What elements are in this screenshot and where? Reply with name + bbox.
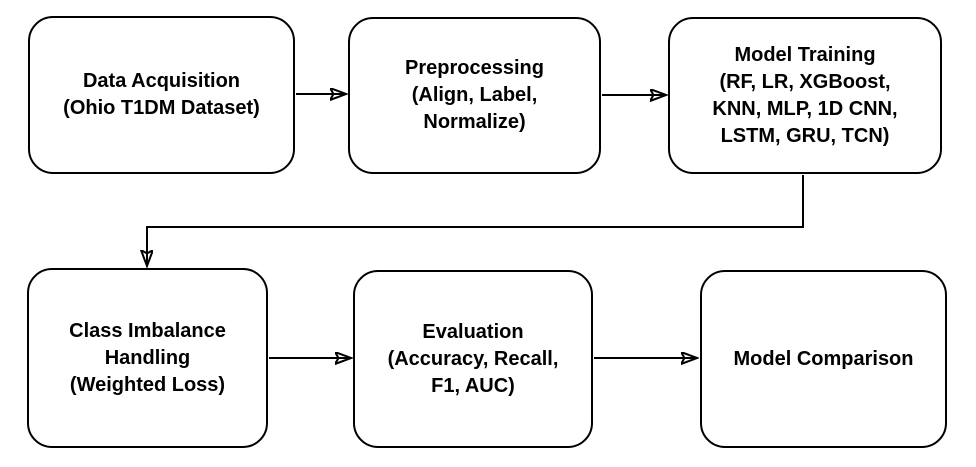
node-preprocessing: Preprocessing (Align, Label, Normalize) bbox=[348, 17, 601, 174]
edge-model-training-to-class-imbalance bbox=[147, 175, 804, 265]
node-evaluation: Evaluation (Accuracy, Recall, F1, AUC) bbox=[353, 270, 593, 448]
node-text-line: KNN, MLP, 1D CNN, bbox=[712, 97, 898, 120]
node-text-line: (Align, Label, bbox=[411, 84, 538, 106]
node-text-line: Model Training bbox=[734, 43, 876, 66]
node-text-line: Class Imbalance bbox=[69, 319, 226, 342]
node-data-acquisition: Data Acquisition (Ohio T1DM Dataset) bbox=[28, 16, 295, 174]
node-text-line: Preprocessing bbox=[405, 57, 544, 79]
node-text-line: (Accuracy, Recall, bbox=[387, 347, 559, 370]
node-text-line: Normalize) bbox=[423, 111, 526, 133]
node-text-line: (Weighted Loss) bbox=[69, 373, 226, 396]
node-text-line: Evaluation bbox=[422, 320, 524, 343]
node-text-line: (RF, LR, XGBoost, bbox=[719, 70, 891, 93]
node-text-line: F1, AUC) bbox=[431, 374, 515, 397]
node-model-comparison: Model Comparison bbox=[700, 270, 947, 448]
node-text-line: Handling bbox=[104, 346, 191, 369]
node-text-line: (Ohio T1DM Dataset) bbox=[63, 97, 260, 119]
node-text-line: LSTM, GRU, TCN) bbox=[720, 124, 890, 147]
node-model-training: Model Training (RF, LR, XGBoost, KNN, ML… bbox=[668, 17, 942, 174]
node-text-line: Model Comparison bbox=[733, 347, 914, 370]
node-text-line: Data Acquisition bbox=[82, 70, 241, 92]
node-class-imbalance-handling: Class Imbalance Handling (Weighted Loss) bbox=[27, 268, 268, 448]
